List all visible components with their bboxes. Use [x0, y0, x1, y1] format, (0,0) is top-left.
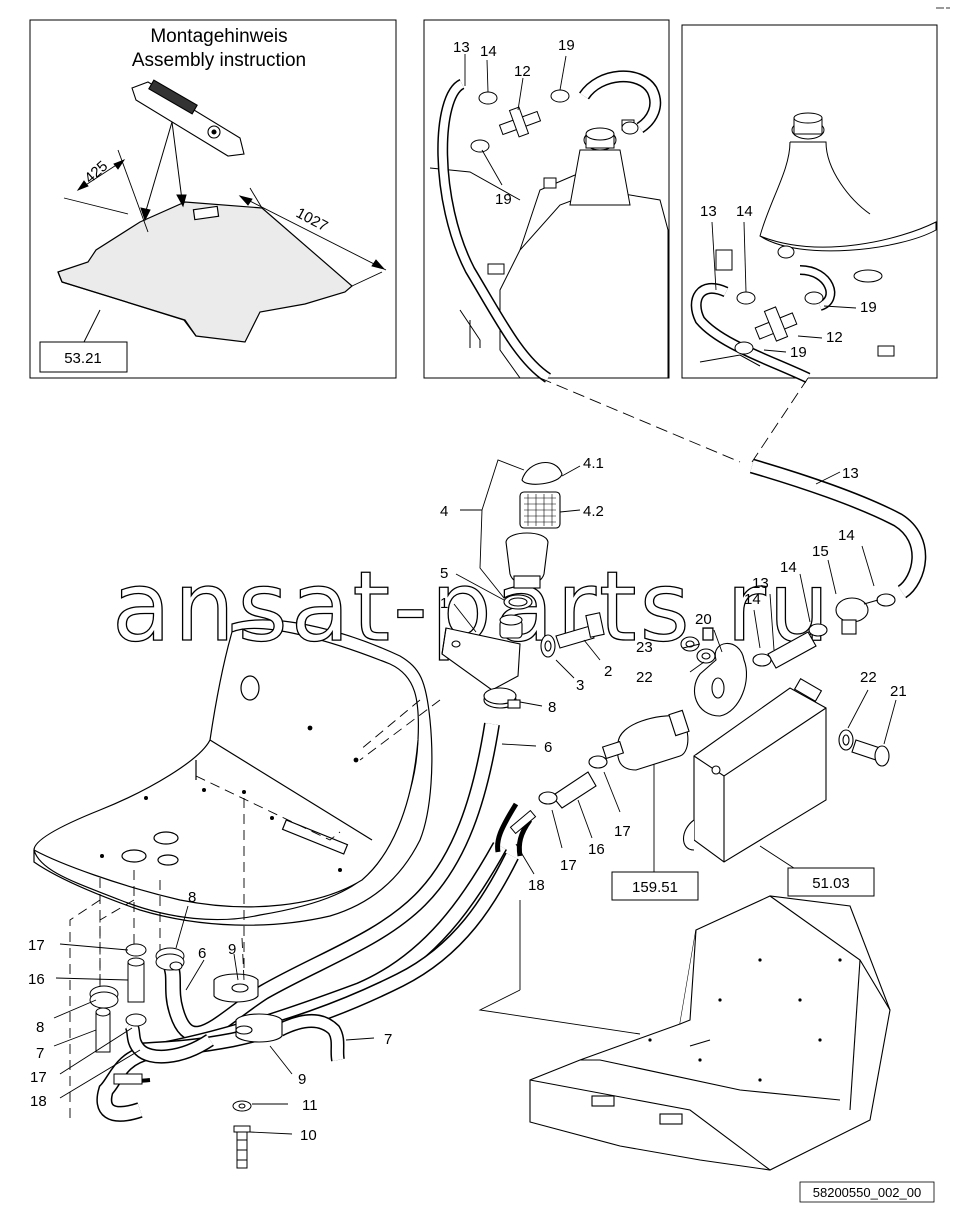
ref-box-159-51-label: 159.51 [632, 879, 678, 896]
valve-and-clamps [538, 593, 896, 863]
seat-frame-drawing [529, 895, 891, 1171]
callout-18: 18 [528, 877, 545, 894]
callout-2: 2 [604, 663, 612, 680]
label-13: 13 [700, 203, 717, 220]
inset-assembly-instruction: Montagehinweis Assembly instruction [29, 19, 397, 379]
callout-15: 15 [812, 543, 829, 560]
callout-16: 16 [28, 971, 45, 988]
callout-9: 9 [228, 941, 236, 958]
callout-5: 5 [440, 565, 448, 582]
callout-22: 22 [860, 669, 877, 686]
dimension-425 [63, 149, 149, 233]
callout-20: 20 [695, 611, 712, 628]
callout-17: 17 [560, 857, 577, 874]
callout-22: 22 [636, 669, 653, 686]
ref-box-53-21 [39, 341, 128, 373]
label-19: 19 [790, 344, 807, 361]
callout-4-1: 4.1 [583, 455, 604, 472]
callout-1: 1 [440, 595, 448, 612]
callout-11: 11 [302, 1097, 318, 1114]
callout-14: 14 [780, 559, 797, 576]
dimension-1027 [238, 187, 387, 287]
hose-clamp-icons [470, 89, 639, 153]
ref-box-51-03 [787, 867, 875, 897]
inset-title-german: Montagehinweis [150, 26, 287, 47]
callout-8: 8 [36, 1019, 44, 1036]
fuel-line-right [749, 458, 927, 599]
label-12: 12 [826, 329, 843, 346]
callout-17: 17 [30, 1069, 47, 1086]
inset-tank-left: 13 14 12 19 19 [423, 19, 670, 383]
callout-8: 8 [548, 699, 556, 716]
callout-6: 6 [198, 945, 206, 962]
callout-16: 16 [588, 841, 605, 858]
utility-knife-icon [131, 79, 245, 157]
callout-6: 6 [544, 739, 552, 756]
bolt-washer-icons [232, 1100, 252, 1169]
label-19: 19 [558, 37, 575, 54]
callout-18: 18 [30, 1093, 47, 1110]
callout-13: 13 [842, 465, 859, 482]
cut-arrows [140, 121, 187, 222]
callout-17: 17 [28, 937, 45, 954]
label-14: 14 [480, 43, 497, 60]
main-hoses [96, 722, 537, 1122]
callout-17: 17 [614, 823, 631, 840]
tee-fitting-icon [498, 106, 542, 138]
seat-plate-drawing [33, 619, 433, 926]
inset-title-english: Assembly instruction [132, 50, 306, 71]
inset-tank-right: 13 14 19 12 19 [681, 24, 938, 383]
callout-4: 4 [440, 503, 448, 520]
document-number-box [799, 1181, 935, 1203]
label-12: 12 [514, 63, 531, 80]
callout-10: 10 [300, 1127, 317, 1144]
hose-clamp-icons [734, 245, 824, 355]
callout-7: 7 [384, 1031, 392, 1048]
callout-21: 21 [890, 683, 907, 700]
ref-box-53-21-label: 53.21 [64, 350, 102, 367]
label-19: 19 [860, 299, 877, 316]
fuel-filter-assembly [441, 461, 605, 709]
ref-box-51-03-label: 51.03 [812, 875, 850, 892]
ref-box-159-51 [611, 871, 699, 901]
callout-14: 14 [744, 591, 761, 608]
label-19: 19 [495, 191, 512, 208]
floor-mat-drawing [57, 201, 353, 343]
callout-14: 14 [838, 527, 855, 544]
callout-4-2: 4.2 [583, 503, 604, 520]
callout-9: 9 [298, 1071, 306, 1088]
callout-23: 23 [636, 639, 653, 656]
callout-8: 8 [188, 889, 196, 906]
callout-7: 7 [36, 1045, 44, 1062]
hose-bracket-icons [213, 973, 283, 1043]
label-14: 14 [736, 203, 753, 220]
tee-fitting-icon [754, 306, 798, 342]
label-13: 13 [453, 39, 470, 56]
dimension-1027-label: 1027 [293, 205, 330, 236]
callout-13: 13 [752, 575, 769, 592]
callout-3: 3 [576, 677, 584, 694]
document-number: 58200550_002_00 [813, 1185, 921, 1200]
